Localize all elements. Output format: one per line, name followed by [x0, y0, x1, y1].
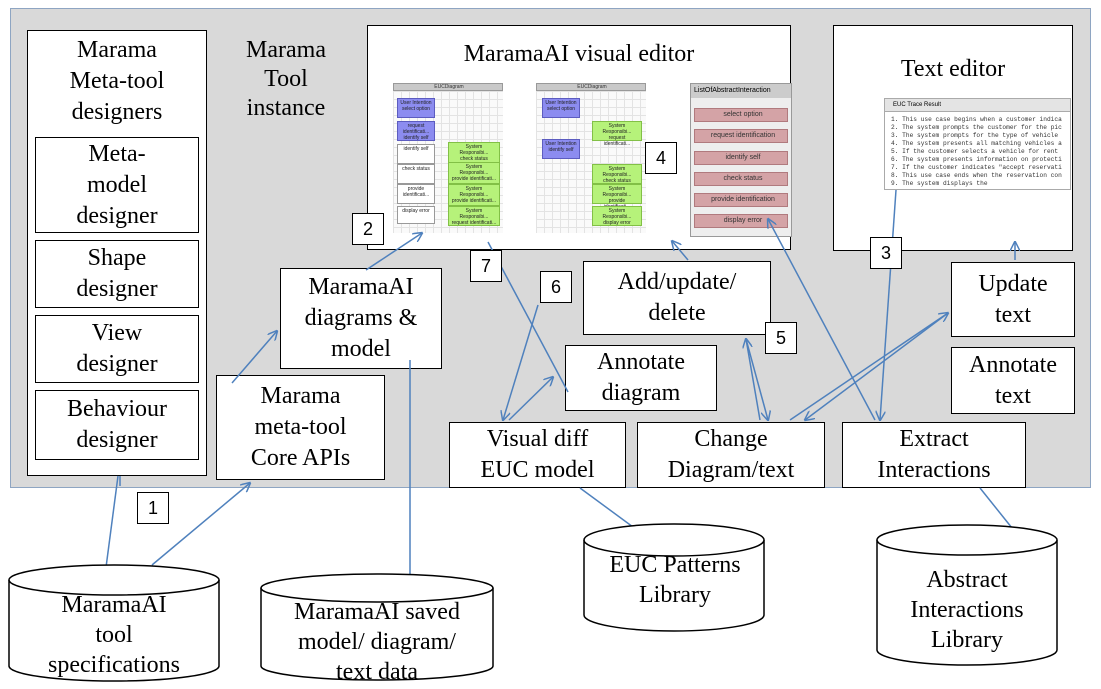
abstract-interactions-cylinder: [876, 540, 1058, 666]
list-item: provide identification: [694, 193, 788, 207]
text-editor-window: Text editor EUC Trace Result 1. This use…: [833, 25, 1073, 251]
step-number-7: 7: [470, 250, 502, 282]
tool-specs-cylinder: [8, 580, 220, 682]
arrow-designers-to-specs: [105, 475, 119, 575]
d1-provide-block: provide identificati...: [397, 184, 435, 204]
annotate-diagram-box: Annotate diagram: [565, 345, 717, 411]
trace-line: 2. The system prompts the customer for t…: [891, 124, 1062, 131]
saved-data-label: MaramaAI saved model/ diagram/ text data: [294, 599, 460, 685]
list-item: request identification: [694, 129, 788, 143]
text-editor-title: Text editor: [900, 56, 1006, 82]
list-item: identify self: [694, 151, 788, 165]
arrow-change-to-add: [746, 339, 761, 421]
step-number-6: 6: [540, 271, 572, 303]
d1-user-intention-block: User Intention select option: [397, 98, 435, 118]
arrow-model-to-editor: [365, 233, 422, 271]
trace-line: 9. The system displays the: [891, 180, 988, 187]
visual-editor-window: MaramaAI visual editor EUCDiagram User I…: [367, 25, 792, 250]
arrow-extract-to-list: [768, 219, 876, 421]
add-update-delete-box: Add/update/ delete: [583, 261, 771, 335]
view-designer-box: View designer: [35, 315, 199, 383]
trace-line: 8. This use case ends when the reservati…: [891, 172, 1062, 179]
trace-line: 6. The system presents information on pr…: [891, 156, 1062, 163]
arrow-change-to-update: [789, 313, 948, 421]
d1-check-block: check status: [397, 164, 435, 184]
arrow-add-to-editor: [672, 241, 689, 261]
d1-system-block: System Responsibi... provide identificat…: [448, 162, 500, 184]
tool-instance-label: Marama Tool instance: [246, 37, 326, 121]
d2-system-block: System Responsibi... check status: [592, 164, 642, 184]
step-number-3: 3: [870, 237, 902, 269]
arrow-text-to-extract: [880, 189, 897, 420]
arrow-core-to-model: [231, 331, 277, 384]
trace-line: 3. The system prompts for the type of ve…: [891, 132, 1059, 139]
trace-line: 4. The system presents all matching vehi…: [891, 140, 1062, 147]
d1-system-block: System Responsibi... provide identificat…: [448, 184, 500, 206]
step-number-4: 4: [645, 142, 677, 174]
visual-diff-box: Visual diff EUC model: [449, 422, 626, 488]
step-number-2: 2: [352, 213, 384, 245]
step-number-1: 1: [137, 492, 169, 524]
arrow-specs-to-core-apis: [151, 483, 250, 566]
euc-patterns-cylinder: [583, 540, 765, 632]
d1-system-block: System Responsibi... check status: [448, 142, 500, 164]
meta-tool-designers-title: Marama Meta-tool designers: [69, 37, 165, 125]
diagram1-tab: EUCDiagram: [393, 83, 503, 91]
abstract-interaction-list: ListOfAbstractInteraction select option …: [690, 83, 792, 237]
d2-identify-block: User Intention identify self: [542, 139, 580, 159]
trace-line: 7. If the customer indicates "accept res…: [891, 164, 1062, 171]
list-header: ListOfAbstractInteraction: [691, 84, 791, 98]
annotate-text-box: Annotate text: [951, 347, 1075, 414]
d2-system-block: System Responsibi... request identificat…: [592, 121, 642, 147]
d2-user-intention-block: User Intention select option: [542, 98, 580, 118]
d1-display-block: display error: [397, 206, 435, 224]
extract-interactions-box: Extract Interactions: [842, 422, 1026, 488]
trace-line: 1. This use case begins when a customer …: [891, 116, 1062, 123]
arrow-to-annotate-diagram: [508, 377, 553, 421]
euc-patterns-label: EUC Patterns Library: [609, 552, 741, 608]
d2-system-block: System Responsibi... display error: [592, 206, 642, 226]
list-item: display error: [694, 214, 788, 228]
core-apis-box: Marama meta-tool Core APIs: [216, 375, 385, 480]
d1-request-block: request identificati... identify self: [397, 121, 435, 141]
meta-model-designer-box: Meta- model designer: [35, 137, 199, 233]
tool-specs-label: MaramaAI tool specifications: [48, 592, 180, 678]
d1-identify-block: identify self: [397, 144, 435, 164]
list-item: select option: [694, 108, 788, 122]
arrow-add-to-change: [745, 338, 768, 420]
d1-system-block: System Responsibi... request identificat…: [448, 206, 500, 226]
step-number-5: 5: [765, 322, 797, 354]
text-editor-tab: EUC Trace Result: [885, 99, 1070, 112]
diagram2-tab: EUCDiagram: [536, 83, 646, 91]
list-item: check status: [694, 172, 788, 186]
update-text-box: Update text: [951, 262, 1075, 337]
saved-data-cylinder: [260, 588, 494, 681]
arrow-update-to-change: [805, 312, 949, 420]
behaviour-designer-box: Behaviour designer: [35, 390, 199, 460]
change-diagram-text-box: Change Diagram/text: [637, 422, 825, 488]
trace-line: 5. If the customer selects a vehicle for…: [891, 148, 1059, 155]
diagrams-model-box: MaramaAI diagrams & model: [280, 268, 442, 369]
shape-designer-box: Shape designer: [35, 240, 199, 308]
d2-system-block: System Responsibi... provide identificat…: [592, 184, 642, 210]
visual-editor-title: MaramaAI visual editor: [463, 41, 695, 67]
abstract-interactions-label: Abstract Interactions Library: [910, 567, 1024, 653]
text-editor-pane: EUC Trace Result 1. This use case begins…: [884, 98, 1071, 190]
